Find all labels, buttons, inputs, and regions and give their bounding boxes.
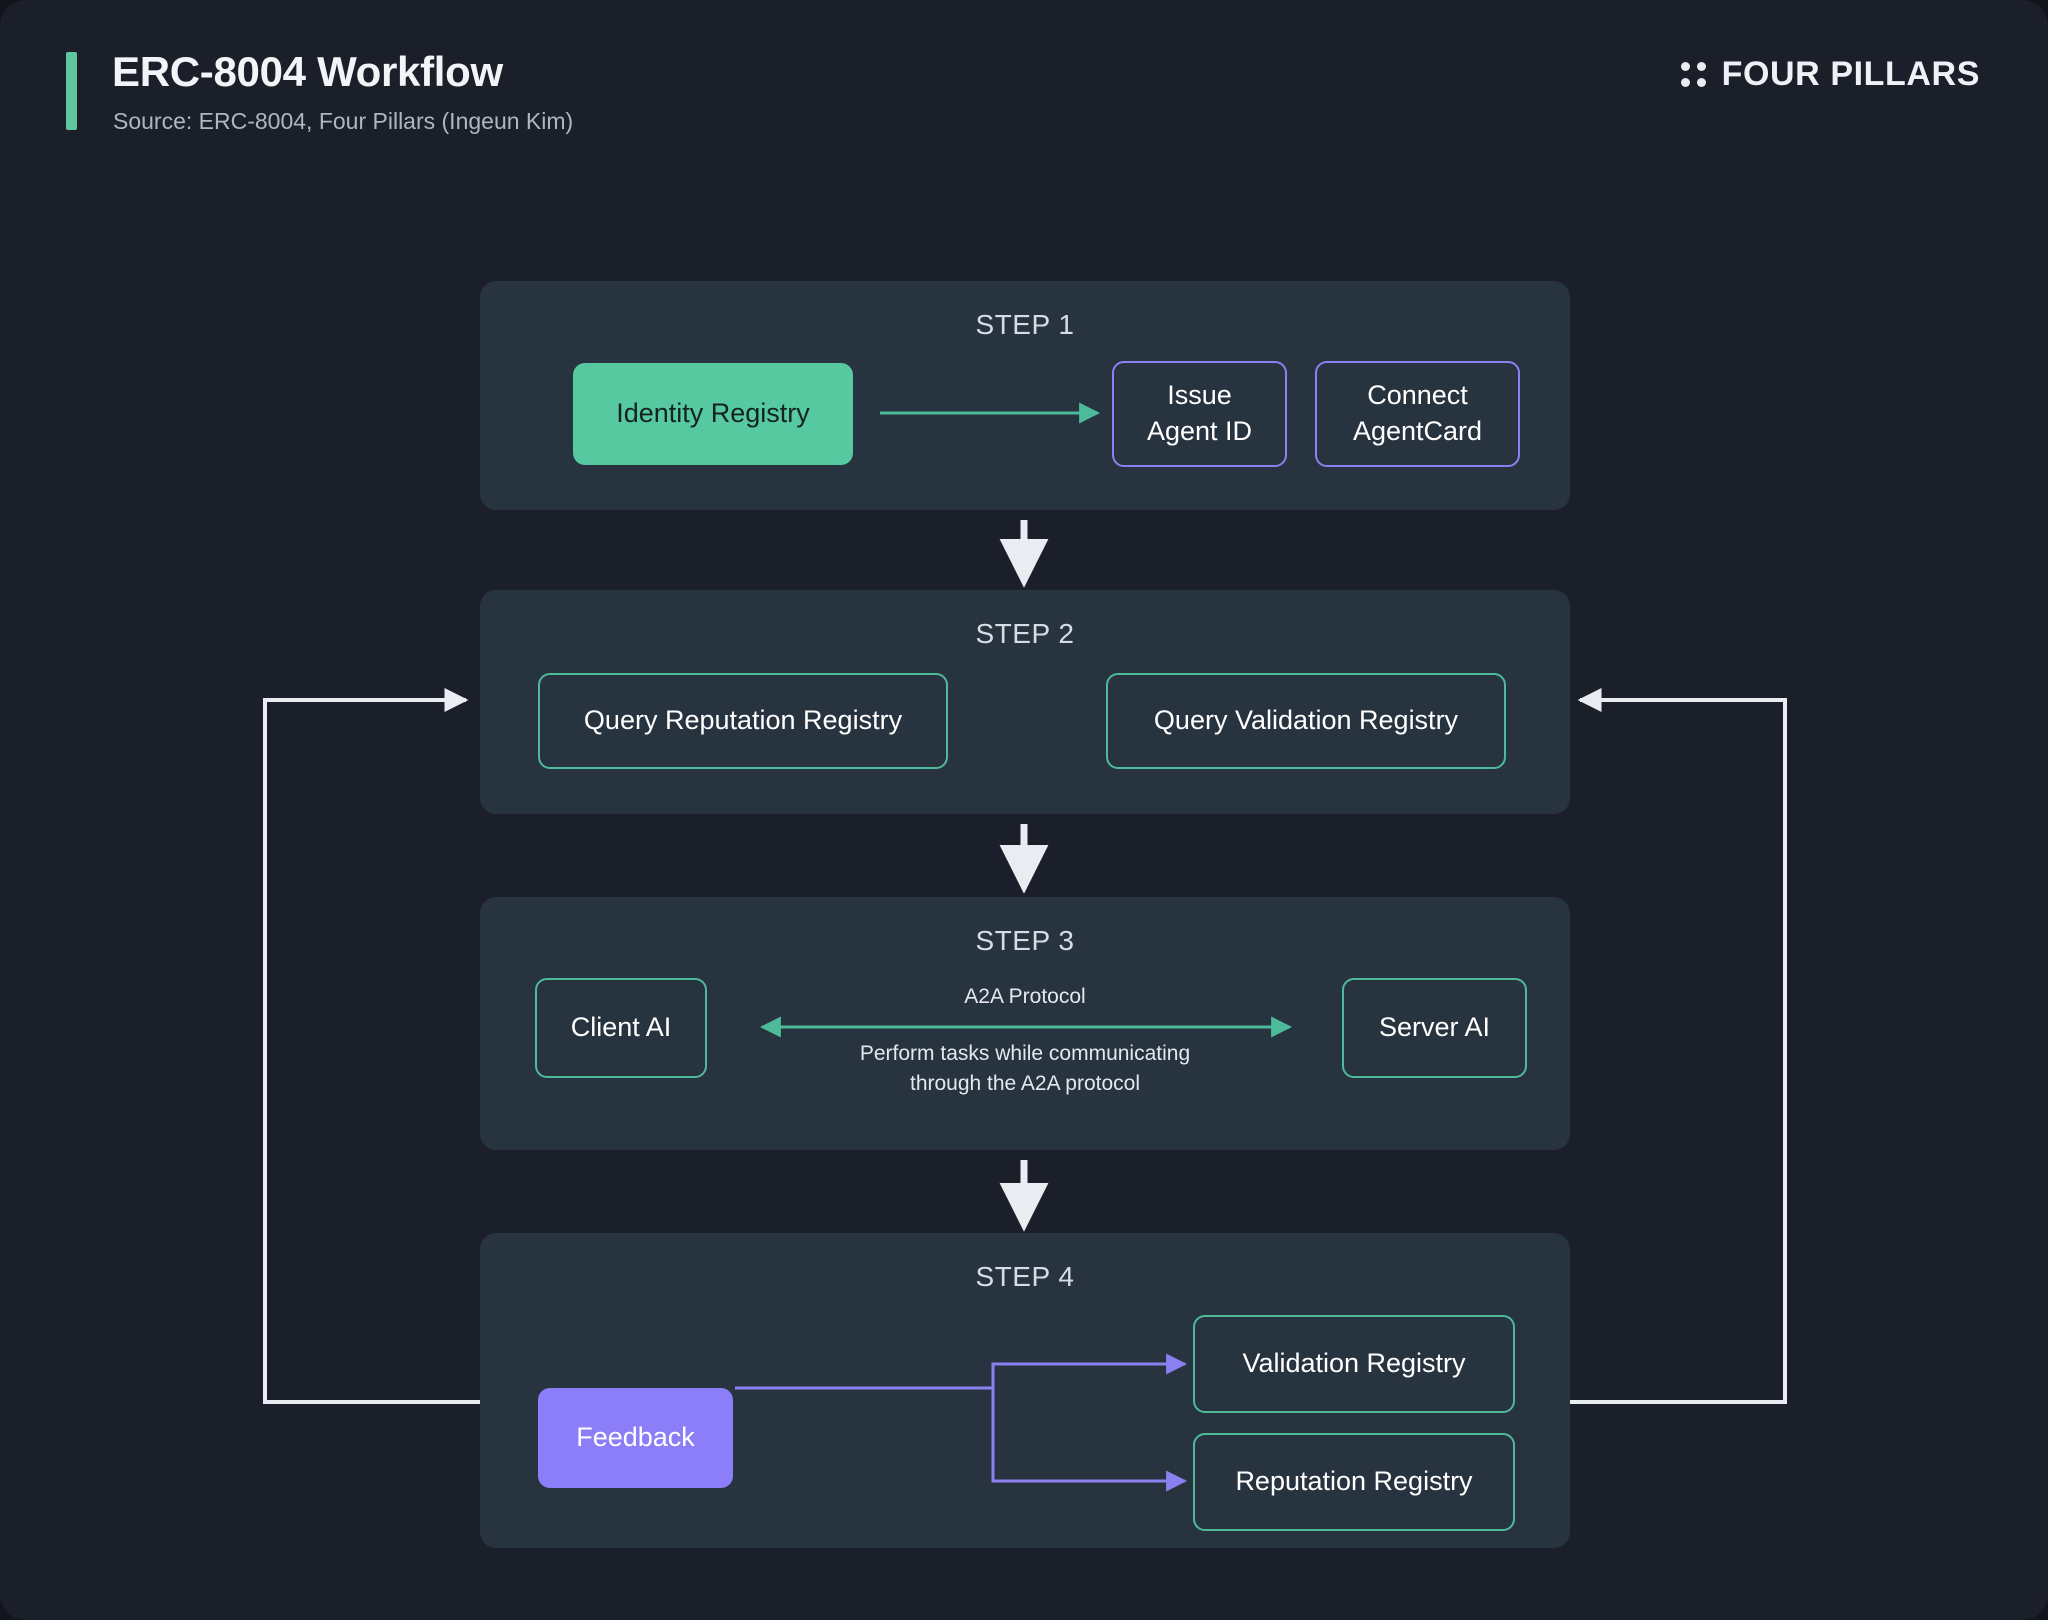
node-query-reputation-registry[interactable]: Query Reputation Registry xyxy=(538,673,948,769)
page-title: ERC-8004 Workflow xyxy=(112,48,503,95)
a2a-protocol-description: Perform tasks while communicating throug… xyxy=(859,1042,1191,1095)
step-3-panel: STEP 3 Client AI Server AI A2A Protocol … xyxy=(480,897,1570,1150)
node-server-ai[interactable]: Server AI xyxy=(1342,978,1527,1078)
a2a-protocol-label: A2A Protocol xyxy=(964,985,1086,1008)
node-client-ai[interactable]: Client AI xyxy=(535,978,707,1078)
step-3-label: STEP 3 xyxy=(975,925,1075,956)
brand-name: FOUR PILLARS xyxy=(1721,55,1980,93)
node-query-validation-registry[interactable]: Query Validation Registry xyxy=(1106,673,1506,769)
node-identity-registry[interactable]: Identity Registry xyxy=(573,363,853,465)
step-2-panel: STEP 2 Query Reputation Registry Query V… xyxy=(480,590,1570,814)
node-issue-agent-id[interactable]: Issue Agent ID xyxy=(1112,361,1287,467)
page-subtitle: Source: ERC-8004, Four Pillars (Ingeun K… xyxy=(113,108,574,134)
page-header: ERC-8004 Workflow Source: ERC-8004, Four… xyxy=(0,0,2048,170)
node-connect-agentcard[interactable]: Connect AgentCard xyxy=(1315,361,1520,467)
step-4-panel: STEP 4 Feedback Validation Registry Repu… xyxy=(480,1233,1570,1548)
step-1-label: STEP 1 xyxy=(975,309,1075,340)
step-2-label: STEP 2 xyxy=(975,618,1075,649)
feedback-loop-right xyxy=(1570,688,1787,1404)
node-reputation-registry[interactable]: Reputation Registry xyxy=(1193,1433,1515,1531)
feedback-loop-left xyxy=(263,688,480,1404)
four-dots-icon xyxy=(1680,62,1706,87)
node-feedback[interactable]: Feedback xyxy=(538,1388,733,1488)
node-validation-registry[interactable]: Validation Registry xyxy=(1193,1315,1515,1413)
step-1-panel: STEP 1 Identity Registry Issue Agent ID … xyxy=(480,281,1570,510)
step-4-label: STEP 4 xyxy=(975,1261,1075,1292)
brand-logo: FOUR PILLARS xyxy=(1680,55,1980,94)
title-accent-bar xyxy=(66,52,77,130)
